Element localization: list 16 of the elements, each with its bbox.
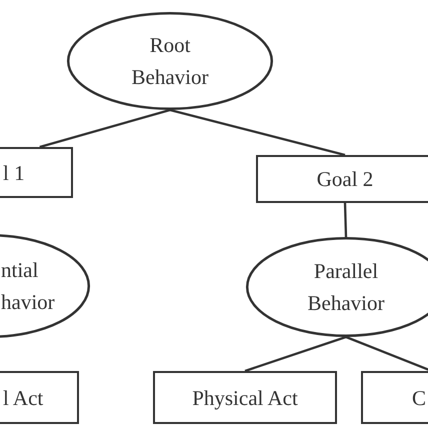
connector-line	[39, 108, 170, 148]
node-label: l 1	[3, 160, 26, 186]
connector-line	[346, 336, 428, 372]
process-box	[153, 371, 337, 424]
node-label: Parallel Behavior	[306, 258, 386, 317]
connector-line	[344, 202, 348, 238]
node-label: Root Behavior	[130, 32, 210, 91]
connector-line	[244, 336, 346, 372]
node-label: C	[412, 384, 428, 412]
node-label: Physical Act	[191, 384, 299, 412]
process-box	[256, 155, 428, 203]
node-label: ntial havior	[1, 257, 56, 316]
node-label: Goal 2	[316, 166, 374, 193]
connector-line	[170, 108, 346, 156]
behavior-ellipse	[67, 12, 273, 110]
node-label: l Act	[3, 384, 44, 412]
